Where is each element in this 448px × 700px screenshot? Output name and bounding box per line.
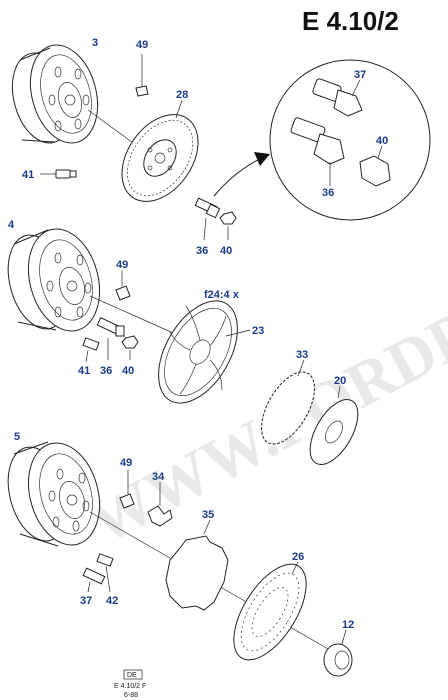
callout-26: 26 — [292, 551, 304, 563]
callout-40-mid: 40 — [122, 365, 134, 377]
wheel-trim-23 — [158, 300, 251, 404]
wheel-nut-40-mid — [121, 335, 139, 360]
arrow-icon — [254, 152, 270, 166]
callout-37-detail: 37 — [354, 69, 366, 81]
wheel-weight-49 — [135, 54, 149, 97]
footer-line-2: 6-88 — [124, 692, 138, 699]
callout-40: 40 — [220, 245, 232, 257]
callout-28: 28 — [176, 89, 188, 101]
wheel-weight-49-mid — [115, 270, 131, 301]
wheel-bolt-36-top — [194, 197, 221, 241]
callout-36-detail: 36 — [322, 187, 334, 199]
gasket-35 — [165, 519, 229, 611]
bolt-37-detail — [312, 78, 363, 117]
center-cap-12 — [323, 629, 353, 677]
steel-wheel-4 — [7, 228, 100, 332]
callout-36-mid: 36 — [100, 365, 112, 377]
callout-12: 12 — [342, 619, 354, 631]
steel-wheel-3 — [11, 44, 99, 144]
wheel-bolt-41-top — [40, 169, 77, 179]
callout-3: 3 — [92, 37, 98, 49]
callout-4: 4 — [8, 219, 15, 231]
callout-20: 20 — [334, 375, 346, 387]
callout-42: 42 — [106, 595, 118, 607]
callout-23: 23 — [252, 325, 264, 337]
wheel-bolt-37-bottom — [82, 567, 106, 593]
footer-box-code: DE — [127, 672, 137, 679]
footer-line-1: E 4.10/2 F — [114, 683, 146, 690]
wheel-bolt-36-mid — [96, 317, 125, 360]
callout-5: 5 — [14, 431, 20, 443]
wheel-bolt-42 — [96, 553, 114, 593]
callout-36: 36 — [196, 245, 208, 257]
center-cap-20 — [309, 385, 359, 465]
wheel-cover-26 — [233, 561, 307, 661]
callout-41-mid: 41 — [78, 365, 90, 377]
diagram-title: E 4.10/2 — [302, 6, 399, 36]
footer-reference: DE E 4.10/2 F 6-88 — [114, 669, 146, 699]
wheel-bolt-41-mid — [82, 337, 100, 363]
callout-41: 41 — [22, 169, 34, 181]
wheel-nut-40-top — [219, 211, 237, 240]
wheel-weight-49-bottom — [119, 470, 135, 509]
retaining-ring-33 — [261, 359, 315, 445]
hub-cap-28 — [121, 99, 199, 202]
callout-49-bottom: 49 — [120, 457, 132, 469]
detail-inset — [269, 59, 431, 221]
clip-34 — [147, 482, 173, 527]
bolt-36-detail — [290, 117, 345, 186]
callout-49-mid: 49 — [116, 259, 128, 271]
callout-33: 33 — [296, 349, 308, 361]
steel-wheel-5 — [7, 441, 100, 547]
callout-34: 34 — [152, 471, 165, 483]
callout-40-detail: 40 — [376, 135, 388, 147]
callout-35: 35 — [202, 509, 214, 521]
callout-37-bottom: 37 — [80, 595, 92, 607]
nut-40-detail — [359, 145, 391, 187]
axis-line-top — [87, 109, 141, 149]
note-quantity: f24:4 x — [204, 289, 240, 301]
callout-49: 49 — [136, 39, 148, 51]
axis-line-middle — [89, 295, 181, 337]
